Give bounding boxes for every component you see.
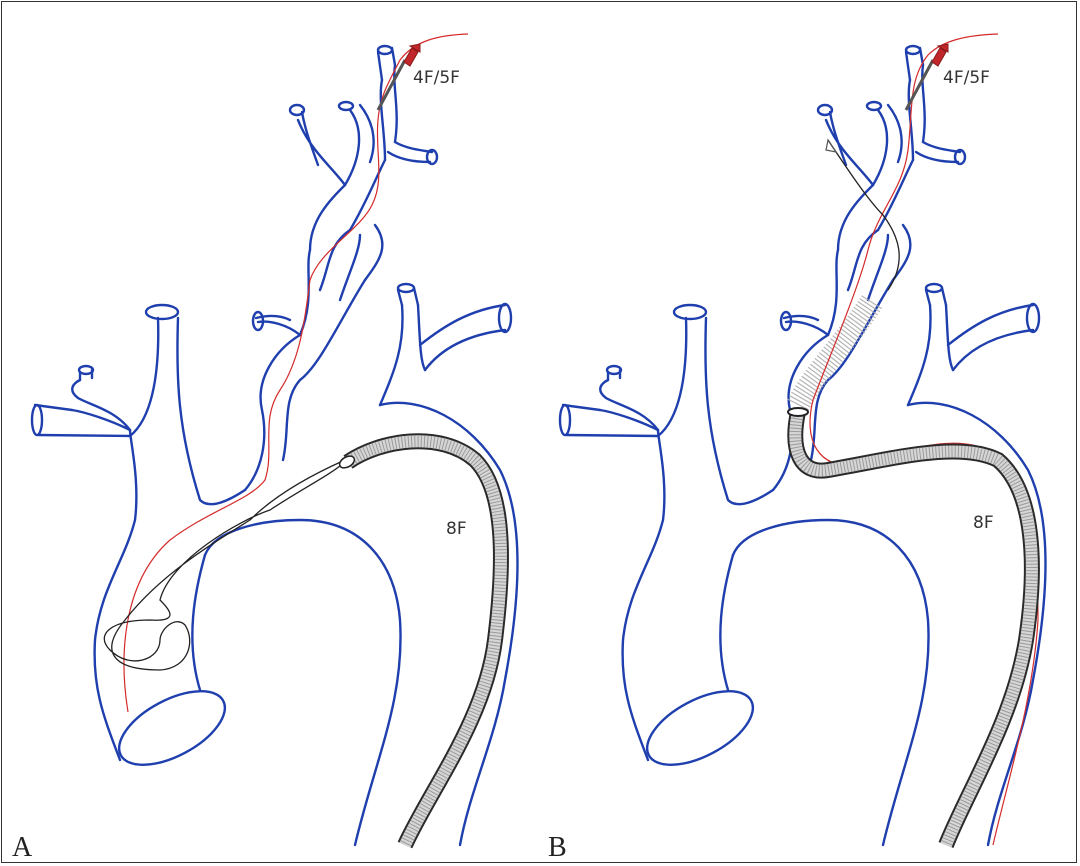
panel-b-catheter-hub	[931, 43, 949, 67]
panel-b-stent	[787, 293, 884, 411]
panel-a-snare	[103, 459, 346, 671]
panel-b-snare	[827, 139, 900, 291]
panel-b-sheath-label: 8F	[973, 513, 994, 533]
panel-a-letter: A	[12, 832, 33, 863]
panel-b-sheath	[787, 410, 1040, 848]
panel-a-guidewire	[123, 33, 469, 713]
panel-a-diagram	[30, 33, 519, 849]
panel-b-diagram	[558, 33, 1047, 848]
panel-b-guidewire	[809, 33, 1039, 846]
panel-a-small-catheter-label: 4F/5F	[413, 68, 460, 88]
panel-b-letter: B	[548, 832, 567, 863]
panel-a-sheath-label: 8F	[446, 519, 467, 539]
panel-b-small-catheter-label: 4F/5F	[943, 68, 990, 88]
panel-a-catheter-hub	[403, 43, 421, 67]
